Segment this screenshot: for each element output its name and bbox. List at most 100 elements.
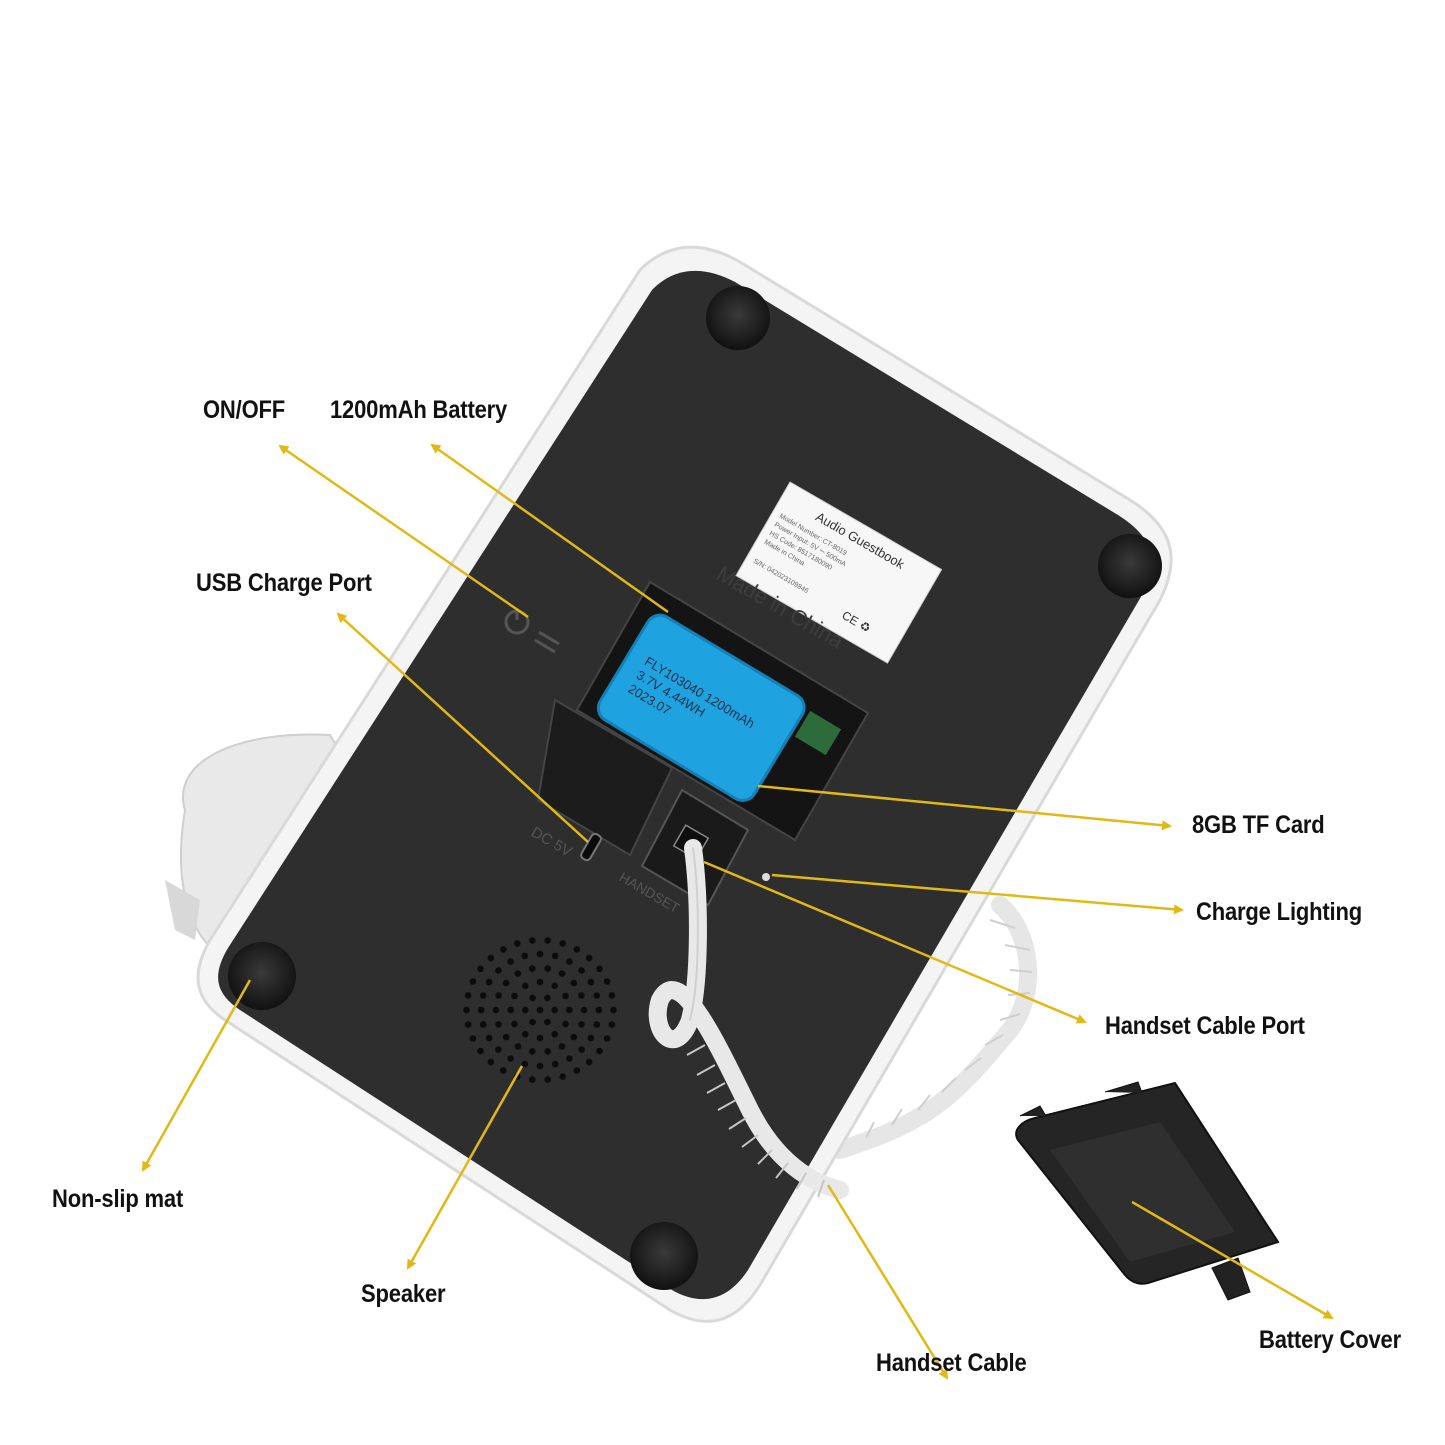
label-speaker: Speaker <box>361 1280 446 1308</box>
grille-hole <box>469 1035 477 1042</box>
arrow-handset-port <box>703 860 1087 1024</box>
battery-cover <box>1015 1081 1280 1301</box>
grille-hole <box>495 1046 502 1053</box>
grille-hole <box>507 1006 514 1014</box>
grille-hole <box>522 1006 529 1014</box>
grille-hole <box>566 958 573 965</box>
grille-hole <box>529 1018 536 1026</box>
usb-c-port-icon <box>580 832 602 862</box>
grille-hole <box>522 982 529 990</box>
grille-hole <box>529 994 536 1002</box>
grille-hole <box>529 1076 536 1083</box>
grille-hole <box>536 1062 544 1070</box>
arrow-tf-card <box>757 784 1172 831</box>
grille-hole <box>521 1060 529 1068</box>
grille-hole <box>464 992 472 999</box>
grille-hole <box>507 958 514 965</box>
grille-hole <box>477 1006 485 1014</box>
grille-hole <box>511 1020 518 1028</box>
grille-hole <box>477 965 484 973</box>
grille-hole <box>469 978 477 985</box>
grille-hole <box>570 1033 578 1041</box>
label-handset-cable-port: Handset Cable Port <box>1105 1012 1305 1040</box>
grille-hole <box>578 1021 585 1028</box>
grille-hole <box>544 1018 551 1026</box>
grille-hole <box>562 1020 569 1028</box>
grille-hole <box>502 979 510 987</box>
grille-hole <box>566 1006 573 1014</box>
grille-hole <box>593 1021 601 1028</box>
grille-hole <box>558 970 566 977</box>
grille-hole <box>522 1030 529 1038</box>
label-battery-cover: Battery Cover <box>1259 1326 1401 1354</box>
grille-hole <box>514 970 522 977</box>
grille-hole <box>544 994 551 1002</box>
label-on-off: ON/OFF <box>203 396 286 424</box>
grille-hole <box>477 1047 484 1055</box>
arrow-non-slip <box>141 979 252 1172</box>
grille-hole <box>573 1067 581 1074</box>
grille-hole <box>593 992 601 999</box>
grille-hole <box>551 1006 558 1014</box>
arrow-speaker <box>406 1065 524 1270</box>
grille-hole <box>551 982 558 990</box>
grille-hole <box>514 940 521 947</box>
power-icon <box>504 608 560 654</box>
grille-hole <box>495 967 502 974</box>
grille-hole <box>500 946 507 953</box>
grille-hole <box>578 967 585 974</box>
grille-hole <box>573 946 581 953</box>
grille-hole <box>603 1035 611 1042</box>
arrow-on-off <box>278 444 529 619</box>
grille-hole <box>529 1048 536 1055</box>
grille-hole <box>587 978 595 986</box>
grille-hole <box>514 1043 522 1050</box>
grille-hole <box>544 1076 551 1083</box>
grille-hole <box>492 1006 500 1014</box>
coiled-cable-right <box>831 896 1038 1159</box>
label-non-slip-mat: Non-slip mat <box>52 1185 184 1213</box>
grille-hole <box>500 1067 507 1074</box>
grille-hole <box>551 1030 558 1038</box>
grille-hole <box>479 1021 487 1028</box>
grille-hole <box>559 1073 566 1080</box>
callout-arrows <box>141 443 1334 1380</box>
arrow-battery <box>430 443 669 614</box>
label-charge-lighting: Charge Lighting <box>1196 898 1363 926</box>
grille-hole <box>495 1021 502 1028</box>
label-handset-cable: Handset Cable <box>876 1349 1027 1377</box>
grille-hole <box>578 992 585 999</box>
grille-hole <box>536 1006 544 1014</box>
grille-hole <box>585 954 593 962</box>
grille-hole <box>580 1006 588 1014</box>
grille-hole <box>578 1046 585 1053</box>
grille-hole <box>487 1058 495 1066</box>
label-tf-card: 8GB TF Card <box>1192 811 1325 839</box>
coiled-cable-front <box>648 839 849 1199</box>
grille-hole <box>511 992 518 1000</box>
grille-hole <box>558 1043 566 1050</box>
charge-led <box>762 873 770 881</box>
grille-hole <box>485 1034 493 1042</box>
grille-hole <box>551 952 559 960</box>
grille-hole <box>610 1006 617 1014</box>
grille-hole <box>603 978 611 985</box>
grille-hole <box>559 940 566 947</box>
grille-hole <box>487 954 495 962</box>
grille-hole <box>529 937 536 944</box>
grille-hole <box>536 978 544 986</box>
arrow-handset-cable <box>826 1184 949 1380</box>
grille-hole <box>536 950 544 958</box>
grille-hole <box>585 1058 593 1066</box>
grille-hole <box>495 992 502 999</box>
grille-hole <box>595 1006 603 1014</box>
label-battery: 1200mAh Battery <box>330 396 508 424</box>
grille-hole <box>608 1021 616 1028</box>
grille-hole <box>502 1033 510 1041</box>
grille-hole <box>464 1021 472 1028</box>
tf-card-board <box>794 710 842 756</box>
grille-hole <box>536 1034 544 1042</box>
grille-hole <box>587 1034 595 1042</box>
device-body <box>218 270 1152 1300</box>
arrow-battery-cover <box>1131 1200 1334 1320</box>
